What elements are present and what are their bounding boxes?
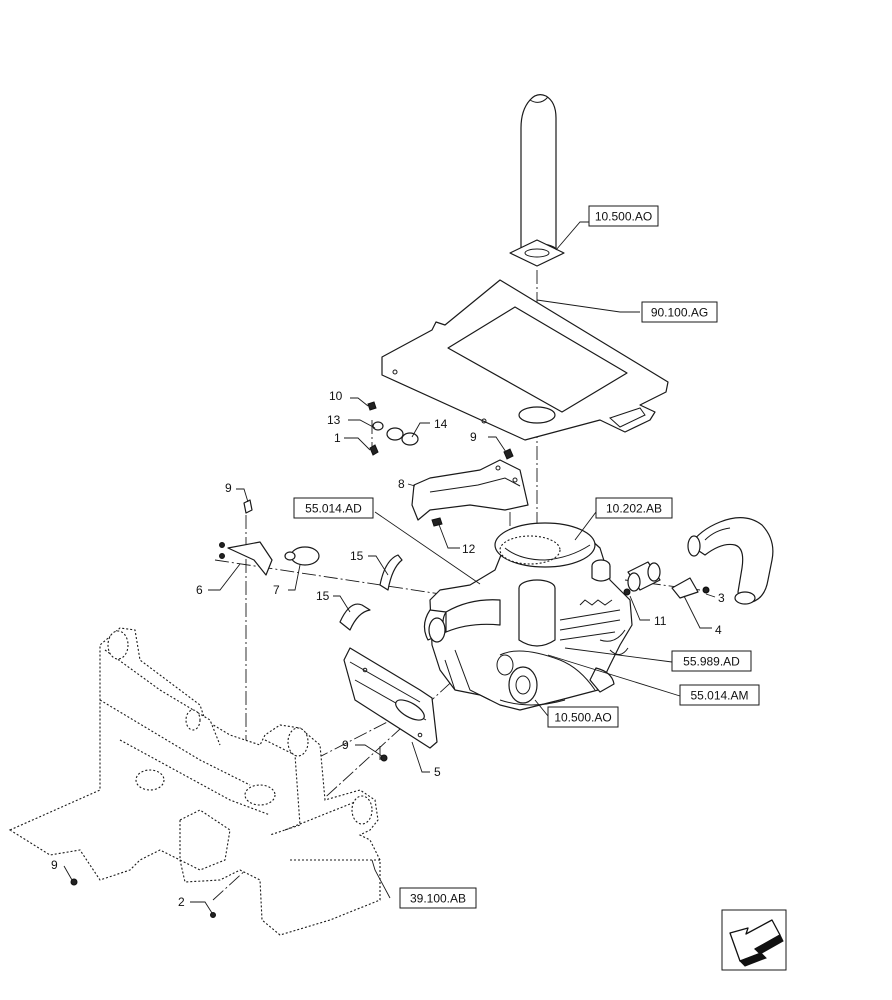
- callout-3: 3: [718, 591, 725, 605]
- reference-55-989-ad[interactable]: 55.989.AD: [671, 650, 752, 672]
- engine-assembly: [423, 522, 633, 711]
- callout-5: 5: [434, 765, 441, 779]
- callout-9-left: 9: [225, 481, 232, 495]
- reference-55-014-am[interactable]: 55.014.AM: [679, 684, 760, 706]
- bracket-8: [411, 459, 529, 521]
- clamp-11: [627, 561, 661, 592]
- callout-6: 6: [196, 583, 203, 597]
- chassis-frame: [8, 627, 381, 936]
- callout-2: 2: [178, 895, 185, 909]
- reference-10-202-ab[interactable]: 10.202.AB: [595, 497, 673, 519]
- reference-label: 10.500.AO: [554, 711, 611, 725]
- reference-10-500-ao-bottom[interactable]: 10.500.AO: [547, 706, 619, 728]
- back-arrow-icon[interactable]: [721, 909, 787, 971]
- exhaust-stack: [509, 94, 565, 267]
- reference-label: 90.100.AG: [651, 306, 708, 320]
- callout-9-shield: 9: [342, 738, 349, 752]
- reference-55-014-ad[interactable]: 55.014.AD: [293, 497, 374, 519]
- callout-14: 14: [434, 417, 448, 431]
- leader-lines: [63, 221, 716, 914]
- callout-numbers: 10 13 1 14 9 9 8 12 15 15 6 7 11 3 4 9 5…: [51, 389, 725, 909]
- reference-label: 55.014.AD: [305, 502, 362, 516]
- callout-1: 1: [334, 431, 341, 445]
- callout-11: 11: [654, 614, 667, 628]
- coolant-hose: [687, 517, 774, 605]
- reference-label: 10.202.AB: [606, 502, 662, 516]
- heat-shield-5: [343, 647, 438, 762]
- reference-label: 10.500.AO: [595, 210, 652, 224]
- reference-10-500-ao-top[interactable]: 10.500.AO: [588, 205, 659, 227]
- reference-39-100-ab[interactable]: 39.100.AB: [399, 887, 477, 909]
- callout-15-top: 15: [350, 549, 364, 563]
- callout-8: 8: [398, 477, 405, 491]
- callout-4: 4: [715, 623, 722, 637]
- callout-15-bottom: 15: [316, 589, 330, 603]
- reference-label: 55.989.AD: [683, 655, 740, 669]
- callout-9-frame: 9: [51, 858, 58, 872]
- hood-panel: [381, 279, 669, 441]
- callout-12: 12: [462, 542, 476, 556]
- reference-label: 55.014.AM: [690, 689, 748, 703]
- small-hardware: [219, 401, 709, 631]
- reference-label: 39.100.AB: [410, 892, 466, 906]
- callout-10: 10: [329, 389, 343, 403]
- reference-90-100-ag[interactable]: 90.100.AG: [641, 301, 718, 323]
- callout-7: 7: [273, 583, 280, 597]
- callout-13: 13: [327, 413, 341, 427]
- callout-9-hood: 9: [470, 430, 477, 444]
